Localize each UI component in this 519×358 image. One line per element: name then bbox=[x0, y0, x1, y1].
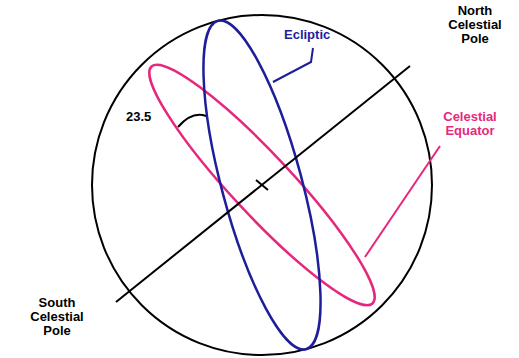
equator-label: Celestial Equator bbox=[430, 110, 510, 138]
celestial-equator-ellipse bbox=[130, 46, 395, 324]
ecliptic-ellipse bbox=[179, 10, 344, 358]
center-mark bbox=[256, 180, 268, 190]
celestial-sphere bbox=[92, 15, 432, 355]
angle-label: 23.5 bbox=[126, 110, 160, 124]
ecliptic-label: Ecliptic bbox=[284, 28, 354, 42]
pole-label: South Celestial Pole bbox=[20, 296, 94, 338]
rotation-axis bbox=[116, 66, 410, 302]
pole-label: North Celestial Pole bbox=[438, 4, 512, 46]
equator-leader bbox=[365, 146, 440, 257]
angle-arc bbox=[178, 115, 206, 127]
ecliptic-leader bbox=[273, 48, 313, 82]
